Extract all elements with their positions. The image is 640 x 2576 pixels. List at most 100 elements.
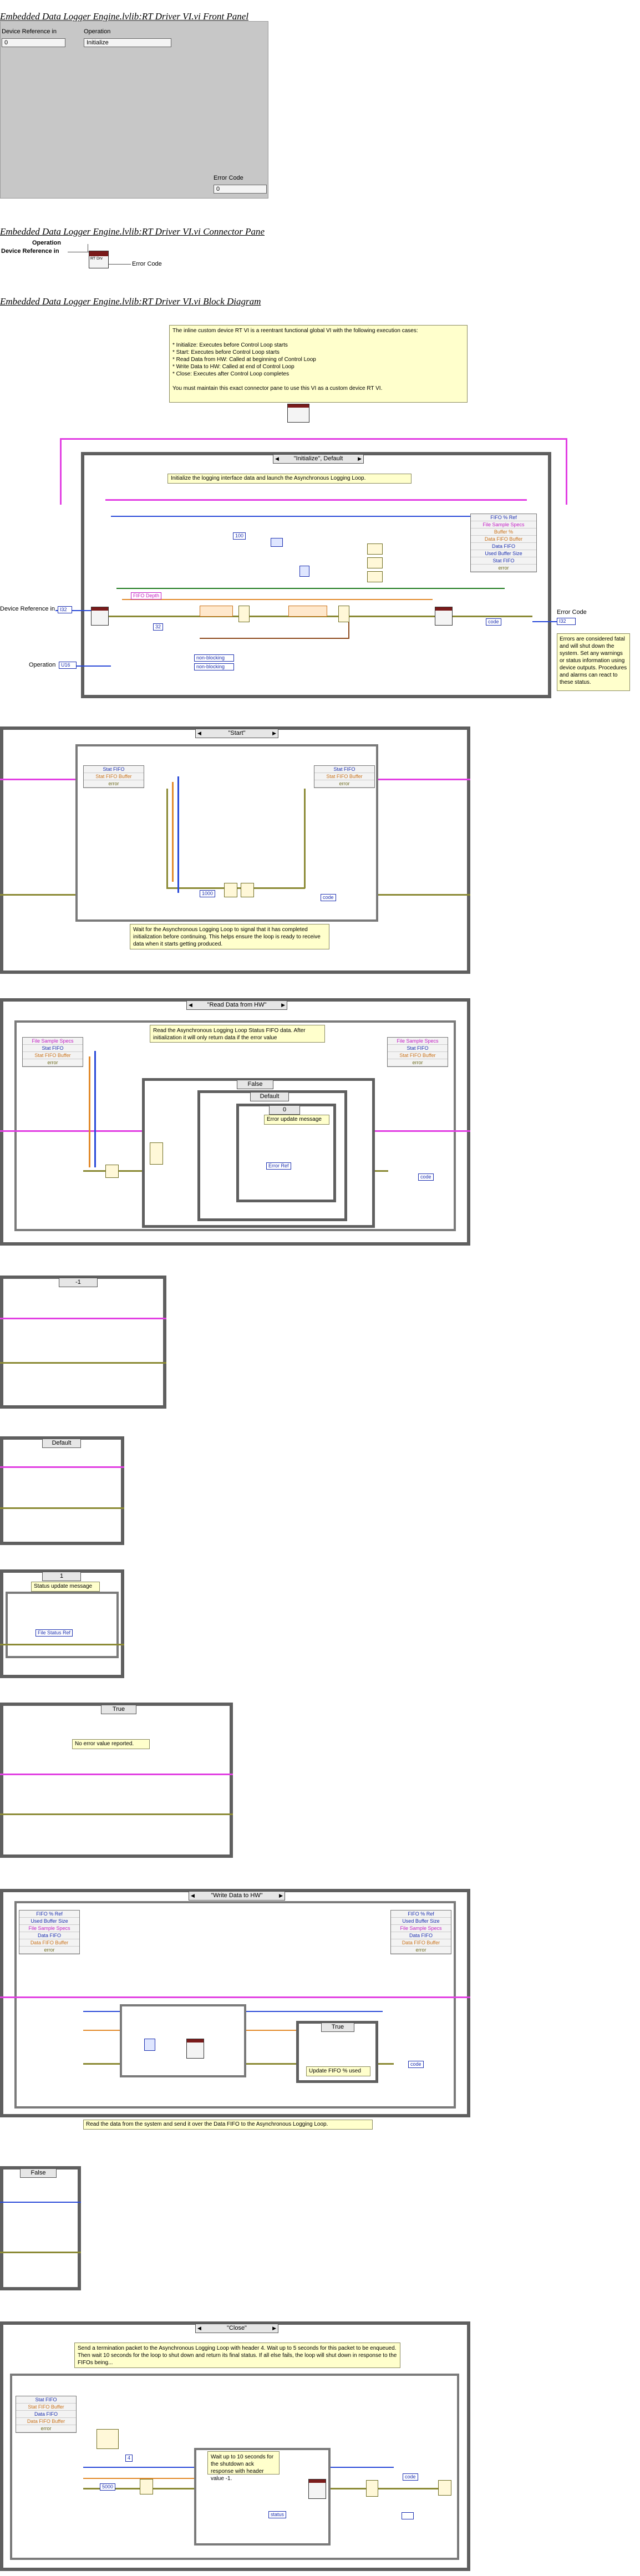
device-reference-label: Device Reference in xyxy=(2,28,57,35)
start-wait-node xyxy=(224,883,237,897)
sub-case-true: True xyxy=(0,1703,233,1858)
start-case-selector[interactable]: ◀"Start"▶ xyxy=(195,729,278,738)
merge-node-3 xyxy=(367,571,383,582)
no-error-comment: No error value reported. xyxy=(72,1739,150,1749)
nonblocking-const-1: non-blocking xyxy=(194,654,234,662)
operation-terminal: U16 xyxy=(59,662,77,669)
error-code-indicator: 0 xyxy=(214,185,267,194)
write-right-cluster: FIFO % Ref Used Buffer Size File Sample … xyxy=(390,1910,451,1954)
index-node xyxy=(299,566,309,577)
merge-node-1 xyxy=(367,543,383,555)
read-left-cluster: File Sample Specs Stat FIFO Stat FIFO Bu… xyxy=(22,1037,83,1067)
initialize-case-selector[interactable]: ◀"Initialize", Default▶ xyxy=(273,454,364,464)
fifo-depth-label: FIFO Depth xyxy=(131,592,162,599)
vi-icon: RT Drv xyxy=(89,251,109,268)
close-select-node xyxy=(438,2480,451,2496)
close-case-selector[interactable]: ◀"Close"▶ xyxy=(195,2324,278,2333)
start-merge-node xyxy=(241,883,254,897)
init-output-cluster: FIFO % Ref File Sample Specs Buffer % Da… xyxy=(470,514,537,572)
close-comment: Send a termination packet to the Asynchr… xyxy=(74,2343,400,2368)
close-node-2 xyxy=(96,2429,119,2449)
merge-node-2 xyxy=(367,557,383,568)
close-const-bottom xyxy=(402,2512,414,2519)
write-fifo-node xyxy=(186,2039,204,2059)
const-32: 32 xyxy=(153,623,164,631)
close-wait-comment: Wait up to 10 seconds for the shutdown a… xyxy=(207,2451,280,2482)
bundle-node-1 xyxy=(200,606,233,617)
close-merge-node xyxy=(366,2480,378,2497)
initialize-comment: Initialize the logging interface data an… xyxy=(167,474,412,484)
sub-case-false: False xyxy=(0,2166,81,2290)
read-node-2 xyxy=(105,1165,119,1178)
read-inner-case-false[interactable]: False xyxy=(237,1080,273,1089)
front-panel-title: Embedded Data Logger Engine.lvlib:RT Dri… xyxy=(0,11,249,22)
operation-case-icon xyxy=(287,404,309,423)
sub-case-one-selector[interactable]: 1 xyxy=(42,1572,81,1581)
sub-case-true-selector[interactable]: True xyxy=(101,1705,136,1714)
update-fifo-comment: Update FIFO % used xyxy=(306,2066,370,2076)
compare-node xyxy=(271,538,283,547)
start-comment: Wait for the Asynchronous Logging Loop t… xyxy=(130,924,329,949)
const-5000: 5000 xyxy=(100,2483,116,2491)
cp-error-code-label: Error Code xyxy=(132,261,162,267)
cp-operation-label: Operation xyxy=(32,240,61,246)
write-left-cluster: FIFO % Ref Used Buffer Size File Sample … xyxy=(19,1910,80,1954)
operation-terminal-label: Operation xyxy=(29,662,56,668)
status-update-message: Status update message xyxy=(31,1582,100,1592)
fatal-errors-comment: Errors are considered fatal and will shu… xyxy=(557,633,630,691)
bundle-node-2 xyxy=(288,606,327,617)
write-inner-case-true[interactable]: True xyxy=(321,2023,354,2032)
cp-device-reference-label: Device Reference in xyxy=(1,248,59,255)
operation-label: Operation xyxy=(84,28,111,35)
write-comment: Read the data from the system and send i… xyxy=(83,2120,373,2130)
read-case-selector[interactable]: ◀"Read Data from HW"▶ xyxy=(186,1000,287,1010)
front-panel: Device Reference in 0 Operation Initiali… xyxy=(0,21,268,199)
read-node-1 xyxy=(150,1142,163,1165)
write-code: code xyxy=(408,2061,424,2068)
code-unbundle: code xyxy=(486,618,501,626)
sub-case-one-inner xyxy=(6,1592,119,1658)
error-code-label: Error Code xyxy=(214,175,243,181)
header-comment: The inline custom device RT VI is a reen… xyxy=(169,325,468,403)
write-case-selector[interactable]: ◀"Write Data to HW"▶ xyxy=(189,1891,285,1901)
device-reference-terminal: I32 xyxy=(58,606,72,613)
sub-case-false-selector[interactable]: False xyxy=(20,2168,57,2178)
case-node-b xyxy=(338,606,349,622)
nonblocking-const-2: non-blocking xyxy=(194,663,234,670)
error-code-terminal: I32 xyxy=(557,618,576,625)
write-index-node xyxy=(144,2039,155,2051)
sub-case-default-selector[interactable]: Default xyxy=(42,1439,81,1448)
block-diagram-title: Embedded Data Logger Engine.lvlib:RT Dri… xyxy=(0,296,261,307)
operation-control[interactable]: Initialize xyxy=(84,38,171,47)
launch-logging-loop-node xyxy=(435,607,453,626)
close-read-fifo-node xyxy=(308,2479,326,2499)
case-node-a xyxy=(238,606,250,622)
write-sub-loop xyxy=(120,2004,246,2077)
start-code: code xyxy=(321,894,336,901)
read-code: code xyxy=(418,1173,434,1181)
close-code: code xyxy=(403,2473,418,2481)
create-status-fifo-node xyxy=(91,607,109,626)
error-ref: Error Ref xyxy=(266,1162,291,1170)
read-right-cluster: File Sample Specs Stat FIFO Stat FIFO Bu… xyxy=(387,1037,448,1067)
file-status-ref: File Status Ref xyxy=(35,1629,73,1637)
sub-case-default: Default xyxy=(0,1436,124,1545)
close-status: status xyxy=(268,2511,287,2518)
device-reference-terminal-label: Device Reference in xyxy=(0,606,55,612)
read-comment: Read the Asynchronous Logging Loop Statu… xyxy=(150,1025,325,1043)
connector-pane-title: Embedded Data Logger Engine.lvlib:RT Dri… xyxy=(0,226,265,237)
error-update-message: Error update message xyxy=(264,1115,329,1125)
sub-case-minus1-selector[interactable]: -1 xyxy=(59,1278,98,1287)
sub-case-minus1: -1 xyxy=(0,1276,166,1409)
start-const: 1000 xyxy=(200,890,216,897)
device-reference-control[interactable]: 0 xyxy=(2,38,65,47)
close-node-1 xyxy=(140,2479,153,2494)
read-inner-case-default[interactable]: Default xyxy=(250,1092,289,1101)
initialize-case-structure: ◀"Initialize", Default▶ xyxy=(81,452,551,698)
start-left-cluster: Stat FIFO Stat FIFO Buffer error xyxy=(83,765,144,788)
close-cluster: Stat FIFO Stat FIFO Buffer Data FIFO Dat… xyxy=(16,2396,77,2433)
read-inner-case-zero[interactable]: 0 xyxy=(269,1105,300,1115)
const-4: 4 xyxy=(125,2455,133,2462)
const-100: 100 xyxy=(233,532,246,540)
error-code-terminal-label: Error Code xyxy=(557,609,587,616)
